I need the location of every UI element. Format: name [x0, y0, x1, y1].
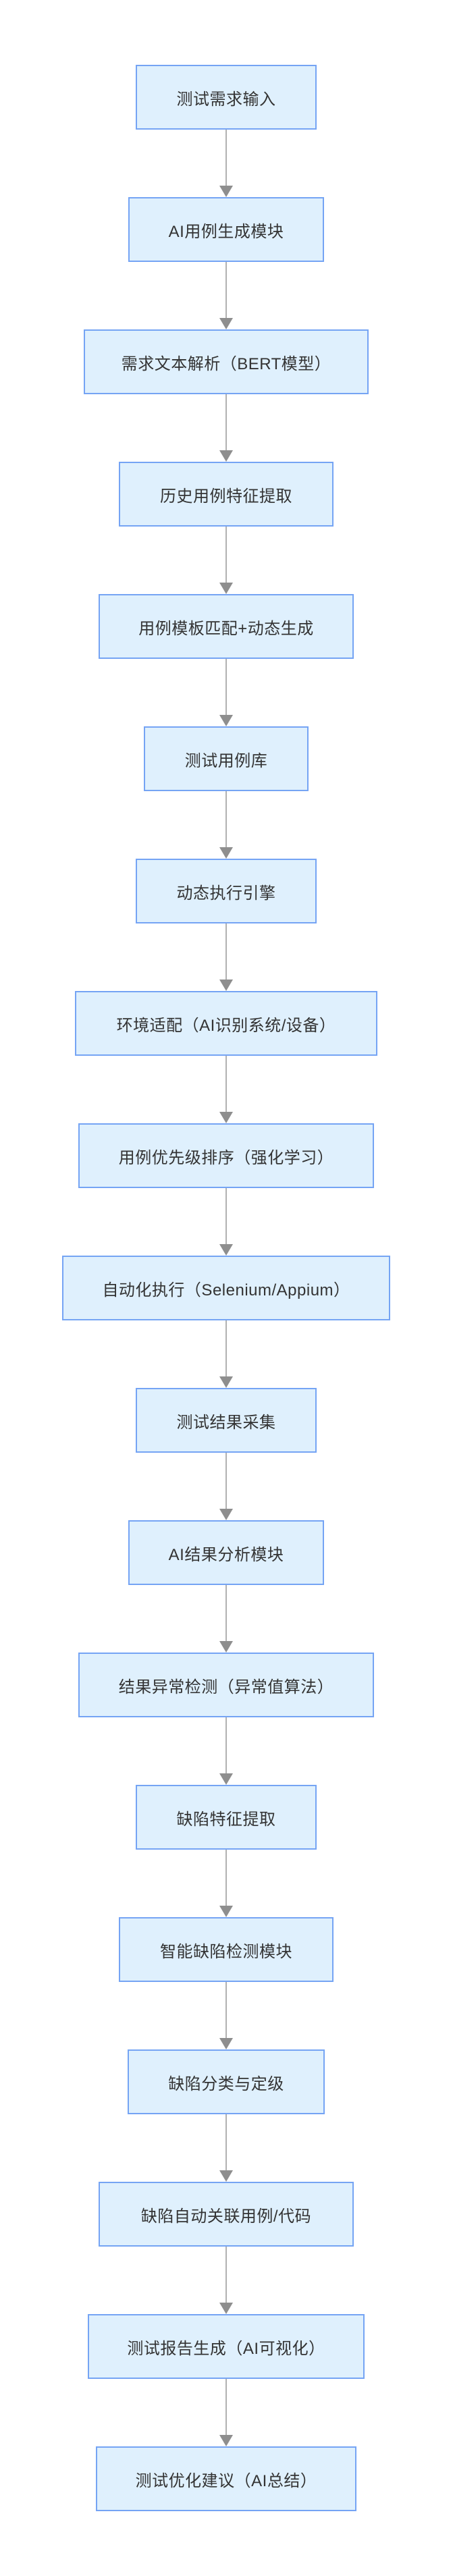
- flow-node-19: 测试优化建议（AI总结）: [96, 2446, 356, 2511]
- flow-arrow-13: [219, 1717, 234, 1785]
- flow-arrow-9: [219, 1188, 234, 1256]
- arrowhead-down-icon: [219, 1641, 233, 1653]
- arrowhead-down-icon: [219, 1376, 233, 1388]
- arrowhead-down-icon: [219, 1906, 233, 1917]
- flow-arrow-6: [219, 791, 234, 859]
- flow-node-4: 历史用例特征提取: [119, 462, 334, 527]
- connector-line: [225, 659, 227, 716]
- flow-arrow-18: [219, 2379, 234, 2446]
- flow-arrow-4: [219, 527, 234, 594]
- connector-line: [225, 262, 227, 319]
- flow-arrow-3: [219, 394, 234, 462]
- flow-arrow-11: [219, 1453, 234, 1520]
- connector-line: [225, 2379, 227, 2436]
- flow-node-2: AI用例生成模块: [128, 197, 324, 262]
- connector-line: [225, 923, 227, 981]
- arrowhead-down-icon: [219, 1509, 233, 1520]
- arrowhead-down-icon: [219, 2303, 233, 2314]
- arrowhead-down-icon: [219, 583, 233, 594]
- connector-line: [225, 1188, 227, 1245]
- connector-line: [225, 1056, 227, 1113]
- flow-node-10: 自动化执行（Selenium/Appium）: [62, 1256, 390, 1320]
- flow-node-1: 测试需求输入: [136, 65, 317, 130]
- flow-arrow-14: [219, 1850, 234, 1917]
- flow-node-15: 智能缺陷检测模块: [119, 1917, 334, 1982]
- flow-arrow-12: [219, 1585, 234, 1653]
- connector-line: [225, 1453, 227, 1510]
- flow-arrow-8: [219, 1056, 234, 1123]
- flow-node-3: 需求文本解析（BERT模型）: [84, 329, 369, 394]
- flow-node-8: 环境适配（AI识别系统/设备）: [75, 991, 377, 1056]
- flow-node-13: 结果异常检测（异常值算法）: [78, 1653, 374, 1717]
- flow-node-5: 用例模板匹配+动态生成: [99, 594, 354, 659]
- connector-line: [225, 2247, 227, 2304]
- arrowhead-down-icon: [219, 1112, 233, 1123]
- arrowhead-down-icon: [219, 318, 233, 329]
- flow-arrow-15: [219, 1982, 234, 2049]
- flow-node-6: 测试用例库: [144, 726, 309, 791]
- connector-line: [225, 1982, 227, 2039]
- flow-arrow-7: [219, 923, 234, 991]
- connector-line: [225, 527, 227, 584]
- flow-arrow-5: [219, 659, 234, 726]
- arrowhead-down-icon: [219, 847, 233, 859]
- arrowhead-down-icon: [219, 2435, 233, 2446]
- arrowhead-down-icon: [219, 980, 233, 991]
- flow-arrow-1: [219, 130, 234, 197]
- arrowhead-down-icon: [219, 450, 233, 462]
- flow-arrow-16: [219, 2114, 234, 2182]
- arrowhead-down-icon: [219, 1244, 233, 1256]
- flow-arrow-17: [219, 2247, 234, 2314]
- flow-node-14: 缺陷特征提取: [136, 1785, 317, 1850]
- arrowhead-down-icon: [219, 1773, 233, 1785]
- flow-node-7: 动态执行引擎: [136, 859, 317, 923]
- connector-line: [225, 791, 227, 849]
- connector-line: [225, 1585, 227, 1642]
- flow-node-18: 测试报告生成（AI可视化）: [88, 2314, 365, 2379]
- flow-arrow-10: [219, 1320, 234, 1388]
- arrowhead-down-icon: [219, 2038, 233, 2049]
- connector-line: [225, 2114, 227, 2172]
- connector-line: [225, 1320, 227, 1378]
- connector-line: [225, 394, 227, 452]
- flow-node-11: 测试结果采集: [136, 1388, 317, 1453]
- arrowhead-down-icon: [219, 715, 233, 726]
- flow-node-12: AI结果分析模块: [128, 1520, 324, 1585]
- connector-line: [225, 1850, 227, 1907]
- connector-line: [225, 130, 227, 187]
- flow-arrow-2: [219, 262, 234, 329]
- flow-node-16: 缺陷分类与定级: [128, 2049, 325, 2114]
- arrowhead-down-icon: [219, 186, 233, 197]
- flow-node-9: 用例优先级排序（强化学习）: [78, 1123, 374, 1188]
- connector-line: [225, 1717, 227, 1775]
- arrowhead-down-icon: [219, 2170, 233, 2182]
- flow-node-17: 缺陷自动关联用例/代码: [99, 2182, 354, 2247]
